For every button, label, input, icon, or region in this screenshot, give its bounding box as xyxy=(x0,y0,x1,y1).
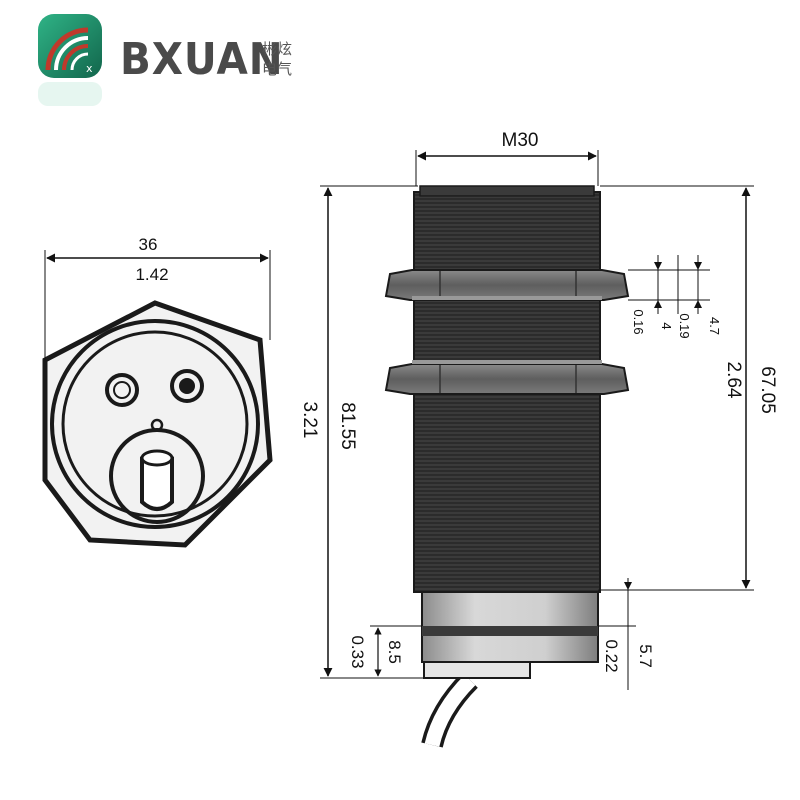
connector-outer-ring xyxy=(50,319,260,529)
pin-hole-left xyxy=(105,373,139,407)
upper-nut xyxy=(384,269,630,301)
brand-cn-line1: 彬炫 xyxy=(262,40,293,58)
side-view: M30 3.21 81.55 2.64 67.05 0.16 4 0.19 4.… xyxy=(299,130,778,748)
lower-nut xyxy=(384,360,630,395)
logo-icon: x xyxy=(38,14,102,106)
body-length-in: 2.64 xyxy=(723,362,744,399)
nut-thickness-mm: 4 xyxy=(659,322,674,329)
hex-nut-outline xyxy=(42,300,273,548)
cable-section-mm: 5.7 xyxy=(636,644,655,668)
nut-gap-mm: 4.7 xyxy=(707,317,722,335)
brand-name: BXUAN xyxy=(120,34,284,85)
sensing-face xyxy=(419,185,595,197)
brand-cn-line2: 电气 xyxy=(262,60,293,78)
cap-length-mm: 8.5 xyxy=(385,640,404,664)
connector-inner-ring xyxy=(61,330,249,518)
svg-text:x: x xyxy=(86,62,93,75)
cable-section-in: 0.22 xyxy=(602,639,621,672)
cable-entry-ring xyxy=(109,428,205,524)
pin-hole-right xyxy=(170,369,204,403)
front-width-in: 1.42 xyxy=(135,265,168,284)
cap-length-in: 0.33 xyxy=(348,635,367,668)
body-length-mm: 67.05 xyxy=(757,366,778,414)
thread-size: M30 xyxy=(502,130,539,151)
brand-logo: x BXUAN 彬炫 电气 xyxy=(34,10,314,120)
front-view: 36 1.42 xyxy=(42,235,273,548)
nut-thickness-in: 0.16 xyxy=(631,309,646,334)
total-length-mm: 81.55 xyxy=(337,402,358,450)
front-width-mm: 36 xyxy=(139,235,158,254)
total-length-in: 3.21 xyxy=(299,402,320,439)
nut-gap-in: 0.19 xyxy=(677,313,692,338)
